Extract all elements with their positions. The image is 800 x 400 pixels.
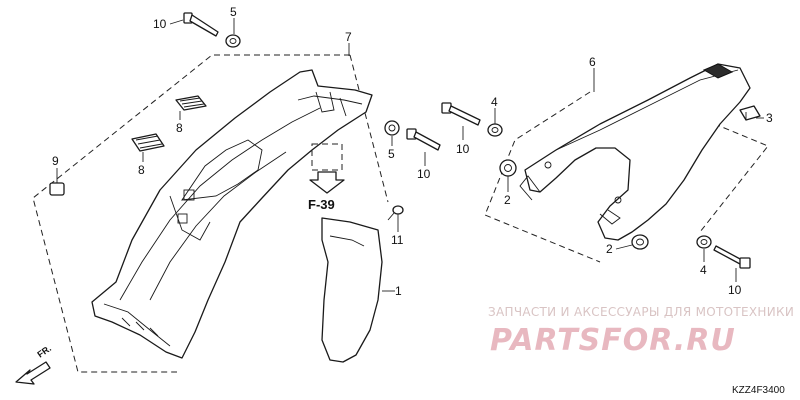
callout-10-top: 10 bbox=[153, 17, 167, 31]
reference-box bbox=[309, 143, 345, 194]
diagram-code: KZZ4F3400 bbox=[732, 385, 785, 396]
bolt-part-10-top bbox=[183, 12, 219, 37]
assembly-boundary-right bbox=[484, 91, 769, 263]
pad-part-8-lower bbox=[131, 133, 165, 152]
front-direction-label: FR. bbox=[35, 343, 53, 360]
collar-part-4-lower bbox=[696, 235, 712, 249]
callout-11: 11 bbox=[391, 233, 404, 247]
callout-2-lower: 2 bbox=[606, 242, 613, 256]
pad-part-8-upper bbox=[175, 95, 207, 111]
callout-1: 1 bbox=[395, 284, 402, 298]
callout-2-upper: 2 bbox=[504, 193, 511, 207]
leader-lines bbox=[56, 18, 764, 292]
mud-flap-part-1 bbox=[321, 217, 383, 363]
callout-numbers: 10 5 7 8 8 9 5 10 11 1 6 4 10 3 2 2 4 10 bbox=[52, 5, 773, 298]
callout-4-upper: 4 bbox=[491, 95, 498, 109]
bolt-part-10-right bbox=[441, 102, 481, 126]
collar-part-4-upper bbox=[487, 123, 503, 137]
clip-part-9 bbox=[49, 176, 65, 196]
callout-5-top: 5 bbox=[230, 5, 237, 19]
callout-10-mid: 10 bbox=[417, 167, 431, 181]
callout-8-upper: 8 bbox=[176, 121, 183, 135]
washer-part-5-top bbox=[225, 34, 241, 48]
grommet-part-2-lower bbox=[631, 234, 649, 250]
bolt-part-10-bottom bbox=[713, 245, 751, 269]
callout-10-right: 10 bbox=[456, 142, 470, 156]
rear-cowl-part-6 bbox=[519, 63, 751, 241]
callout-6: 6 bbox=[589, 55, 596, 69]
callout-10-bottom: 10 bbox=[728, 283, 742, 297]
callout-4-lower: 4 bbox=[700, 263, 707, 277]
grommet-part-2-upper bbox=[499, 159, 517, 177]
callout-3: 3 bbox=[766, 111, 773, 125]
callout-8-lower: 8 bbox=[138, 163, 145, 177]
bolt-part-10-mid bbox=[406, 128, 441, 151]
watermark: ЗАПЧАСТИ И АКСЕССУАРЫ ДЛЯ МОТОТЕХНИКИ PA… bbox=[488, 305, 794, 358]
rear-fender-part-7 bbox=[91, 69, 373, 359]
front-direction-arrow: FR. bbox=[15, 343, 53, 385]
washer-part-5-mid bbox=[384, 120, 400, 136]
watermark-shop-text: ЗАПЧАСТИ И АКСЕССУАРЫ ДЛЯ МОТОТЕХНИКИ bbox=[488, 305, 794, 319]
callout-9: 9 bbox=[52, 154, 59, 168]
watermark-logo: PARTSFOR.RU bbox=[490, 323, 736, 358]
assembly-boundary-left bbox=[32, 54, 389, 373]
callout-7: 7 bbox=[345, 30, 352, 44]
screw-part-11 bbox=[387, 205, 404, 221]
reference-label: F-39 bbox=[308, 197, 335, 212]
callout-5-mid: 5 bbox=[388, 147, 395, 161]
clip-part-3 bbox=[739, 105, 761, 121]
